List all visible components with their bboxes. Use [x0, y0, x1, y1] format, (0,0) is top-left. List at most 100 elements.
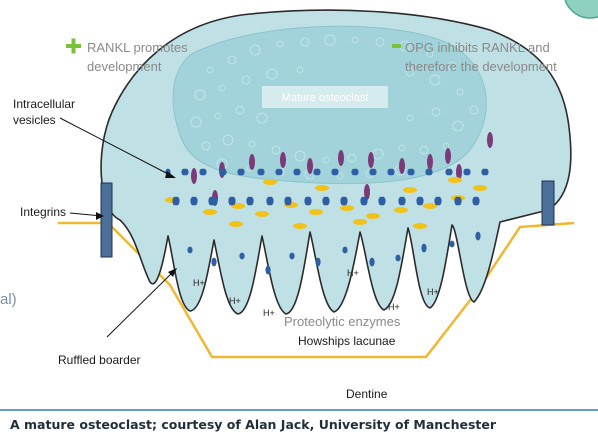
vesicle-yellow-icon	[340, 205, 354, 211]
vesicle-blue-icon	[331, 168, 337, 176]
ruffled-arrowhead	[168, 268, 177, 277]
vesicle-purple-icon	[427, 154, 433, 170]
vesicle-blue-icon	[199, 168, 205, 176]
vesicle-yellow-icon	[394, 207, 408, 213]
hplus-label: H+	[347, 268, 359, 278]
vesicle-blue-icon	[340, 196, 346, 206]
vesicle-blue-icon	[472, 196, 478, 206]
hplus-label: H+	[229, 296, 241, 306]
vesicle-purple-icon	[307, 158, 313, 174]
texture-bubble	[227, 55, 237, 65]
opg-inhibits-label-line2: therefore the development	[405, 59, 557, 74]
vesicle-blue-icon	[211, 257, 217, 267]
vesicle-purple-icon	[368, 152, 374, 168]
vesicles-label-line2: vesicles	[13, 113, 56, 127]
texture-bubble	[324, 34, 336, 46]
vesicle-blue-icon	[407, 168, 413, 176]
vesicle-blue-icon	[304, 196, 310, 206]
vesicle-blue-icon	[369, 168, 375, 176]
texture-bubble	[429, 74, 441, 86]
texture-bubble	[194, 89, 206, 101]
vesicle-blue-icon	[398, 196, 404, 206]
vesicle-blue-icon	[172, 196, 178, 206]
vesicle-yellow-icon	[423, 203, 437, 209]
vesicle-yellow-icon	[309, 209, 323, 215]
vesicle-blue-icon	[190, 196, 196, 206]
vesicle-blue-icon	[475, 231, 481, 241]
vesicle-blue-icon	[421, 243, 427, 253]
texture-bubble	[266, 68, 278, 80]
texture-bubble	[190, 116, 202, 128]
minus-icon	[392, 44, 401, 48]
vesicle-blue-icon	[342, 246, 348, 254]
vesicle-yellow-icon	[229, 221, 243, 227]
vesicle-purple-icon	[456, 164, 462, 180]
hplus-label: H+	[427, 287, 439, 297]
texture-bubble	[276, 40, 284, 48]
vesicle-blue-icon	[257, 168, 263, 176]
vesicle-yellow-icon	[448, 177, 462, 183]
texture-bubble	[296, 66, 304, 74]
vesicle-blue-icon	[454, 196, 460, 206]
vesicle-blue-icon	[237, 168, 243, 176]
vesicle-blue-icon	[395, 254, 401, 262]
vesicle-blue-icon	[289, 252, 295, 260]
vesicle-blue-icon	[387, 168, 393, 176]
vesicle-blue-icon	[266, 196, 272, 206]
texture-bubble	[206, 66, 214, 74]
proteolytic-enzymes-label: Proteolytic enzymes	[284, 314, 401, 329]
vesicle-blue-icon	[265, 265, 271, 275]
vesicle-blue-icon	[463, 168, 469, 176]
texture-bubble	[372, 148, 384, 160]
vesicle-yellow-icon	[403, 187, 417, 193]
figure-caption: A mature osteoclast; courtesy of Alan Ja…	[10, 417, 497, 432]
vesicle-blue-icon	[360, 196, 366, 206]
vesicle-blue-icon	[322, 196, 328, 206]
texture-bubble	[469, 105, 479, 115]
lacuna-outline	[58, 221, 575, 359]
vesicle-blue-icon	[239, 252, 245, 260]
vesicle-blue-icon	[369, 257, 375, 267]
texture-bubble	[419, 145, 429, 155]
vesicle-blue-icon	[351, 168, 357, 176]
vesicle-purple-icon	[487, 132, 493, 148]
texture-bubble	[347, 153, 357, 163]
hplus-label: H+	[263, 308, 275, 318]
corner-badge-icon	[564, 0, 598, 19]
vesicle-yellow-icon	[353, 219, 367, 225]
vesicles-arrowhead	[165, 171, 176, 178]
integrins-label: Integrins	[20, 205, 66, 219]
texture-bubble	[426, 50, 434, 58]
texture-bubble	[351, 36, 359, 44]
mature-osteoclast-label-box	[262, 86, 388, 108]
vesicle-yellow-icon	[293, 223, 307, 229]
vesicle-purple-icon	[191, 168, 197, 184]
vesicle-blue-icon	[219, 168, 225, 176]
vesicle-blue-icon	[208, 196, 214, 206]
vesicle-purple-icon	[445, 148, 451, 164]
texture-bubble	[456, 88, 464, 96]
texture-bubble	[249, 44, 261, 56]
texture-bubble	[271, 145, 281, 155]
vesicle-purple-icon	[399, 158, 405, 174]
vesicle-blue-icon	[434, 196, 440, 206]
vesicle-blue-icon	[481, 168, 487, 176]
texture-bubble	[256, 112, 268, 124]
texture-bubble	[241, 75, 251, 85]
texture-bubble	[336, 172, 344, 180]
hplus-label: H+	[388, 302, 400, 312]
left-fragment-text: al)	[0, 291, 17, 308]
vesicle-blue-icon	[228, 196, 234, 206]
vesicle-purple-icon	[280, 152, 286, 168]
vesicles-leader-line	[59, 117, 173, 177]
vesicle-yellow-icon	[413, 223, 427, 229]
vesicle-blue-icon	[246, 196, 252, 206]
ruffled-leader-line	[106, 270, 175, 338]
vesicle-blue-icon	[315, 257, 321, 267]
texture-bubble	[300, 37, 310, 47]
vesicle-purple-icon	[338, 150, 344, 166]
texture-bubble	[294, 150, 306, 162]
vesicle-yellow-icon	[315, 185, 329, 191]
integrin-left-icon	[100, 182, 113, 258]
texture-bubble	[222, 134, 234, 146]
